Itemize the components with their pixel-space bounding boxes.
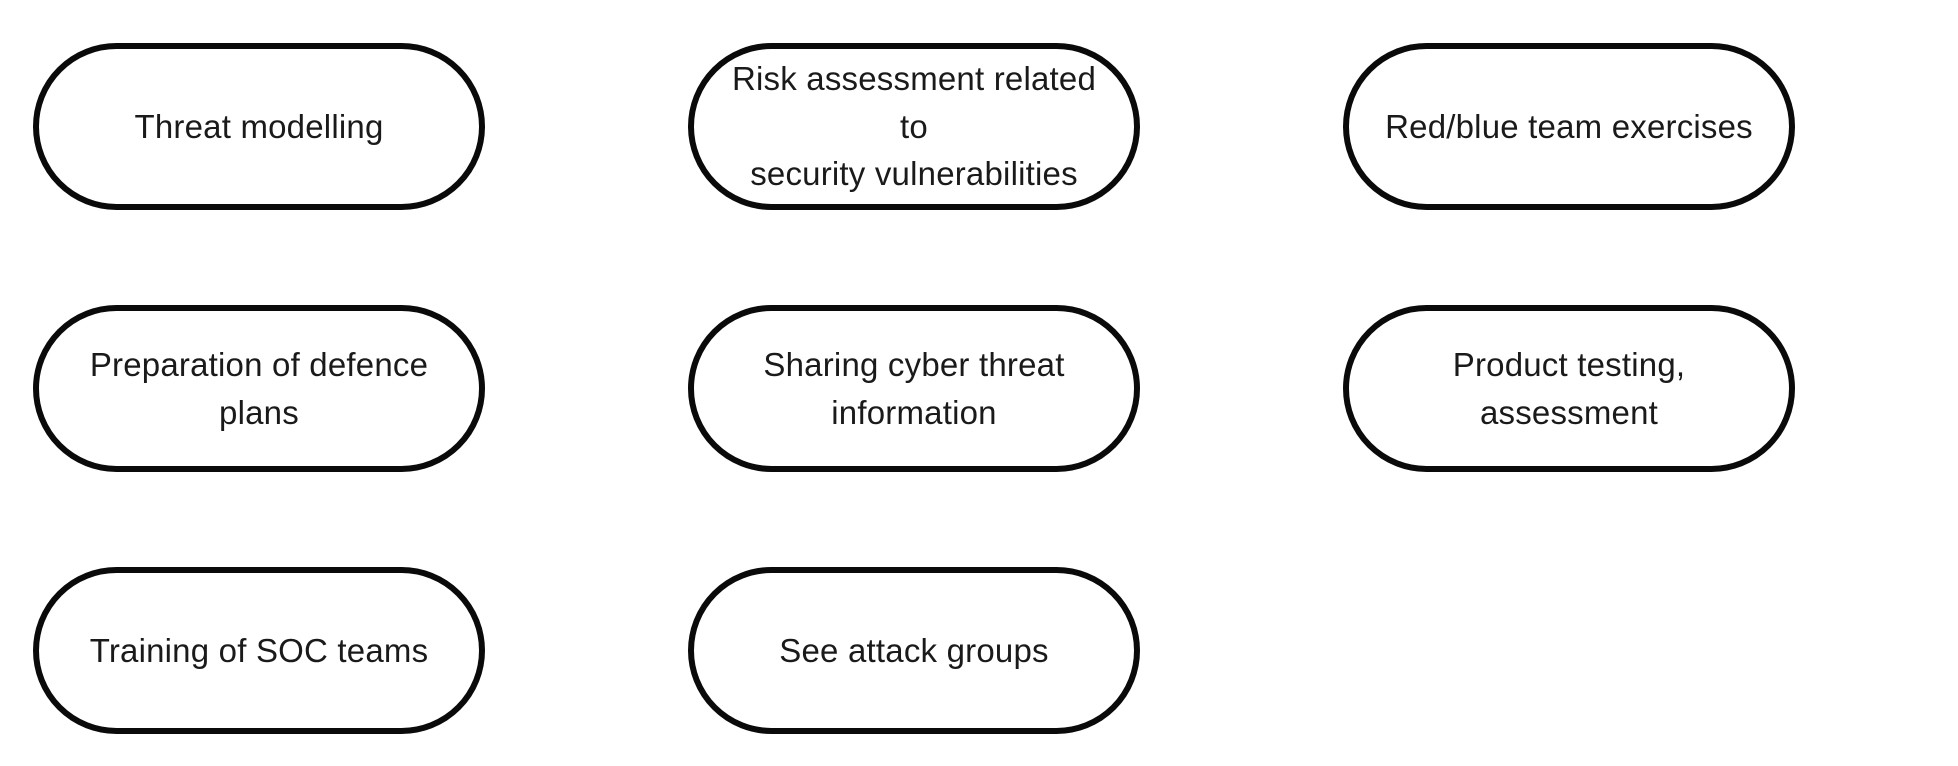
node-sharing-cyber-threat-information: Sharing cyber threat information <box>688 305 1140 472</box>
node-label: Threat modelling <box>134 107 384 145</box>
node-preparation-of-defence-plans: Preparation of defence plans <box>33 305 485 472</box>
node-label: Preparation of defence plans <box>89 345 429 431</box>
node-label: Sharing cyber threat information <box>763 345 1065 431</box>
node-label: Red/blue team exercises <box>1385 107 1753 145</box>
node-threat-modelling: Threat modelling <box>33 43 485 210</box>
node-label: See attack groups <box>779 631 1049 669</box>
node-product-testing-assessment: Product testing, assessment <box>1343 305 1795 472</box>
node-see-attack-groups: See attack groups <box>688 567 1140 734</box>
node-label: Training of SOC teams <box>89 631 429 669</box>
empty-grid-cell <box>1343 567 1795 734</box>
node-label: Risk assessment related to security vuln… <box>731 59 1097 193</box>
node-risk-assessment: Risk assessment related to security vuln… <box>688 43 1140 210</box>
node-label: Product testing, assessment <box>1452 345 1686 431</box>
node-training-of-soc-teams: Training of SOC teams <box>33 567 485 734</box>
node-red-blue-team-exercises: Red/blue team exercises <box>1343 43 1795 210</box>
